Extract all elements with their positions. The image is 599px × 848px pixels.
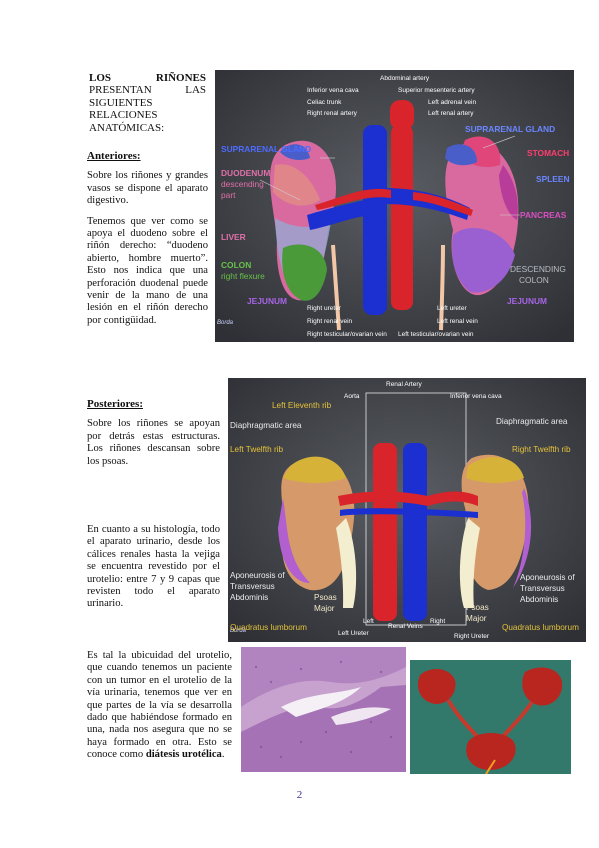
label-aponeurosis-right-1: Aponeurosis of (520, 573, 575, 582)
urotelio-text-end: . (221, 749, 225, 761)
label-stomach: STOMACH (527, 148, 569, 158)
label-psoas-major-right-1: Psoas (466, 603, 489, 612)
label-left-eleventh-rib: Left Eleventh rib (272, 401, 332, 410)
label-right-renal-artery: Right renal artery (307, 110, 358, 117)
label-aponeurosis-right-3: Abdominis (520, 595, 558, 604)
label-psoas-major-left-2: Major (314, 604, 335, 613)
label-descending-colon-2: COLON (519, 275, 549, 285)
section-title: LOS RIÑONES PRESENTAN LAS SIGUIENTES REL… (89, 72, 206, 134)
posteriores-heading: Posteriores: (87, 398, 143, 410)
histologia-section: En cuanto a su histología, todo el apara… (87, 524, 220, 619)
label-descending: descending (221, 179, 264, 189)
label-right-ureter: Right Ureter (454, 633, 490, 640)
title-line: RELACIONES (89, 109, 158, 122)
urotelio-section: Es tal la ubicuidad del urotelio, que cu… (87, 650, 232, 770)
label-aponeurosis-left-1: Aponeurosis of (230, 571, 285, 580)
label-psoas-major-left-1: Psoas (314, 593, 337, 602)
label-psoas-major-right-2: Major (466, 614, 487, 623)
label-diaphragmatic-area-left: Diaphragmatic area (230, 421, 302, 430)
title-word: PRESENTAN (89, 84, 152, 97)
label-renal-artery: Renal Artery (386, 381, 423, 388)
figure-credit: Borda (217, 320, 234, 326)
label-aponeurosis-right-2: Transversus (520, 584, 565, 593)
label-abdominal-artery: Abdominal artery (380, 75, 430, 82)
posteriores-section: Posteriores: Sobre los riñones se apoyan… (87, 398, 220, 476)
title-word: LAS (185, 84, 206, 97)
label-right-renal-vein: Right renal vein (307, 318, 353, 325)
label-inferior-vena-cava: Inferior vena cava (307, 87, 359, 94)
label-aponeurosis-left-2: Transversus (230, 582, 275, 591)
histology-image (241, 647, 406, 772)
label-liver: LIVER (221, 232, 246, 242)
label-left-renal-vein: Left renal vein (437, 318, 478, 325)
page-number: 2 (296, 789, 303, 801)
anteriores-heading: Anteriores: (87, 150, 141, 162)
posteriores-paragraph-1: Sobre los riñones se apoyan por detrás e… (87, 418, 220, 467)
label-colon: COLON (221, 260, 251, 270)
title-word: LOS (89, 72, 112, 84)
label-right-flexure: right flexure (221, 271, 265, 281)
label-celiac-trunk: Celiac trunk (307, 99, 342, 106)
label-left-adrenal-vein: Left adrenal vein (428, 99, 476, 106)
label-diaphragmatic-area-right: Diaphragmatic area (496, 417, 568, 426)
histologia-paragraph: En cuanto a su histología, todo el apara… (87, 524, 220, 610)
posterior-relations-figure: Renal Artery Aorta Inferior vena cava Le… (228, 378, 586, 642)
label-suprarenal-gland-right: SUPRARENAL GLAND (465, 124, 555, 134)
label-left: Left (363, 618, 374, 625)
label-quadratus-lumborum-left: Quadratus lumborum (230, 623, 307, 632)
label-spleen: SPLEEN (536, 174, 570, 184)
label-jejunum-left: JEJUNUM (247, 296, 287, 306)
label-left-ureter: Left Ureter (338, 630, 370, 637)
label-left-twelfth-rib: Left Twelfth rib (230, 445, 284, 454)
label-right-twelfth-rib: Right Twelfth rib (512, 445, 571, 454)
anteriores-section: Anteriores: Sobre los riñones y grandes … (87, 150, 208, 335)
label-pancreas: PANCREAS (520, 210, 567, 220)
label-part: part (221, 190, 236, 200)
diatesis-urotelica-term: diátesis urotélica (145, 749, 222, 761)
title-line: SIGUIENTES (89, 96, 153, 109)
surgical-specimen-image (410, 660, 571, 774)
label-jejunum-right: JEJUNUM (507, 296, 547, 306)
label-aorta: Aorta (344, 393, 360, 400)
title-line: ANATÓMICAS: (89, 121, 165, 134)
figure-credit: Borda (230, 628, 247, 634)
label-left-testicular-vein: Left testicular/ovarian vein (398, 331, 474, 338)
label-suprarenal-gland-left: SUPRARENAL GLAND (221, 144, 311, 154)
anteriores-paragraph-2: Tenemos que ver como se apoya el duodeno… (87, 215, 208, 326)
label-right-ureter: Right ureter (307, 305, 342, 312)
label-right-testicular-vein: Right testicular/ovarian vein (307, 331, 387, 338)
label-quadratus-lumborum-right: Quadratus lumborum (502, 623, 579, 632)
urotelio-text: Es tal la ubicuidad del urotelio, que cu… (87, 650, 232, 761)
anteriores-paragraph-1: Sobre los riñones y grandes vasos se dis… (87, 170, 208, 207)
label-aponeurosis-left-3: Abdominis (230, 593, 268, 602)
label-inferior-vena-cava: Inferior vena cava (450, 393, 502, 400)
urotelio-paragraph: Es tal la ubicuidad del urotelio, que cu… (87, 650, 232, 762)
label-superior-mesenteric-artery: Superior mesenteric artery (398, 87, 475, 94)
title-word: RIÑONES (155, 72, 206, 84)
label-duodenum: DUODENUM (221, 168, 270, 178)
label-renal-veins: Renal Veins (388, 623, 423, 630)
label-right: Right (430, 618, 445, 625)
label-left-renal-artery: Left renal artery (428, 110, 474, 117)
label-descending-colon-1: DESCENDING (510, 264, 566, 274)
label-left-ureter: Left ureter (437, 305, 467, 312)
anterior-relations-figure: Abdominal artery Inferior vena cava Supe… (215, 70, 574, 342)
